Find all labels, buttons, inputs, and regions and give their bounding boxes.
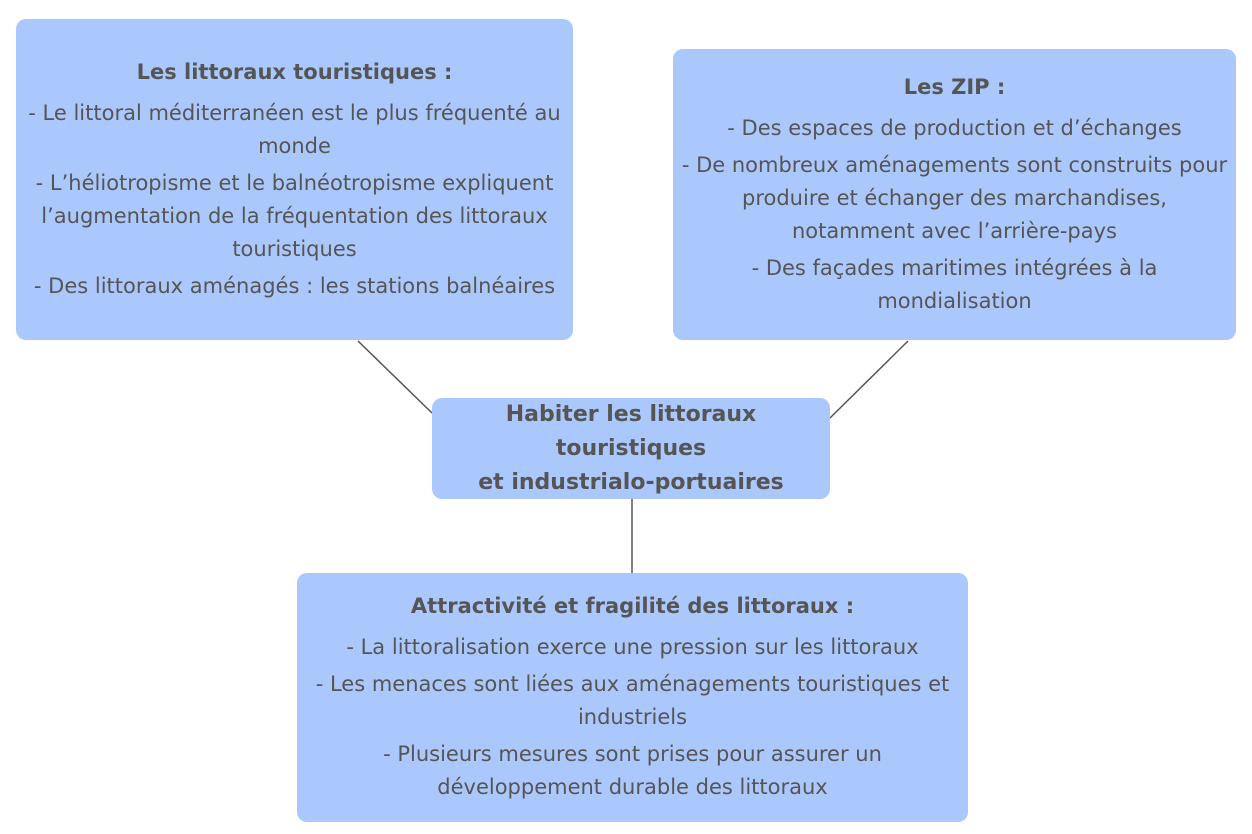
central-title-line-1: Habiter les littoraux touristiques [505,401,757,461]
node-title: Les littoraux touristiques : [136,59,453,84]
node-attractivite-fragilite: Attractivité et fragilité des littoraux … [297,573,968,822]
node-item: - Des littoraux aménagés : les stations … [33,273,556,298]
connector-center-top-right [829,340,909,419]
node-item: - Les menaces sont liées aux aménagement… [315,672,950,729]
node-title: Attractivité et fragilité des littoraux … [410,594,855,618]
node-item: - Des espaces de production et d’échange… [727,115,1182,140]
node-item: - Le littoral méditerranéen est le plus … [28,100,561,158]
node-item: - De nombreux aménagements sont construi… [681,152,1228,243]
node-title: Les ZIP : [903,74,1006,99]
connector-center-top-left [357,340,433,414]
node-item: - Plusieurs mesures sont prises pour ass… [383,742,882,799]
node-item: - Des façades maritimes intégrées à la m… [751,255,1158,313]
central-title-line-2: et industrialo-portuaires [478,469,784,495]
central-node: Habiter les littoraux touristiques et in… [432,398,830,499]
node-item: - L’héliotropisme et le balnéotropisme e… [35,170,554,261]
node-item: - La littoralisation exerce une pression… [346,635,919,659]
node-zip: Les ZIP : - Des espaces de production et… [673,49,1236,340]
node-littoraux-touristiques: Les littoraux touristiques : - Le littor… [16,19,573,340]
